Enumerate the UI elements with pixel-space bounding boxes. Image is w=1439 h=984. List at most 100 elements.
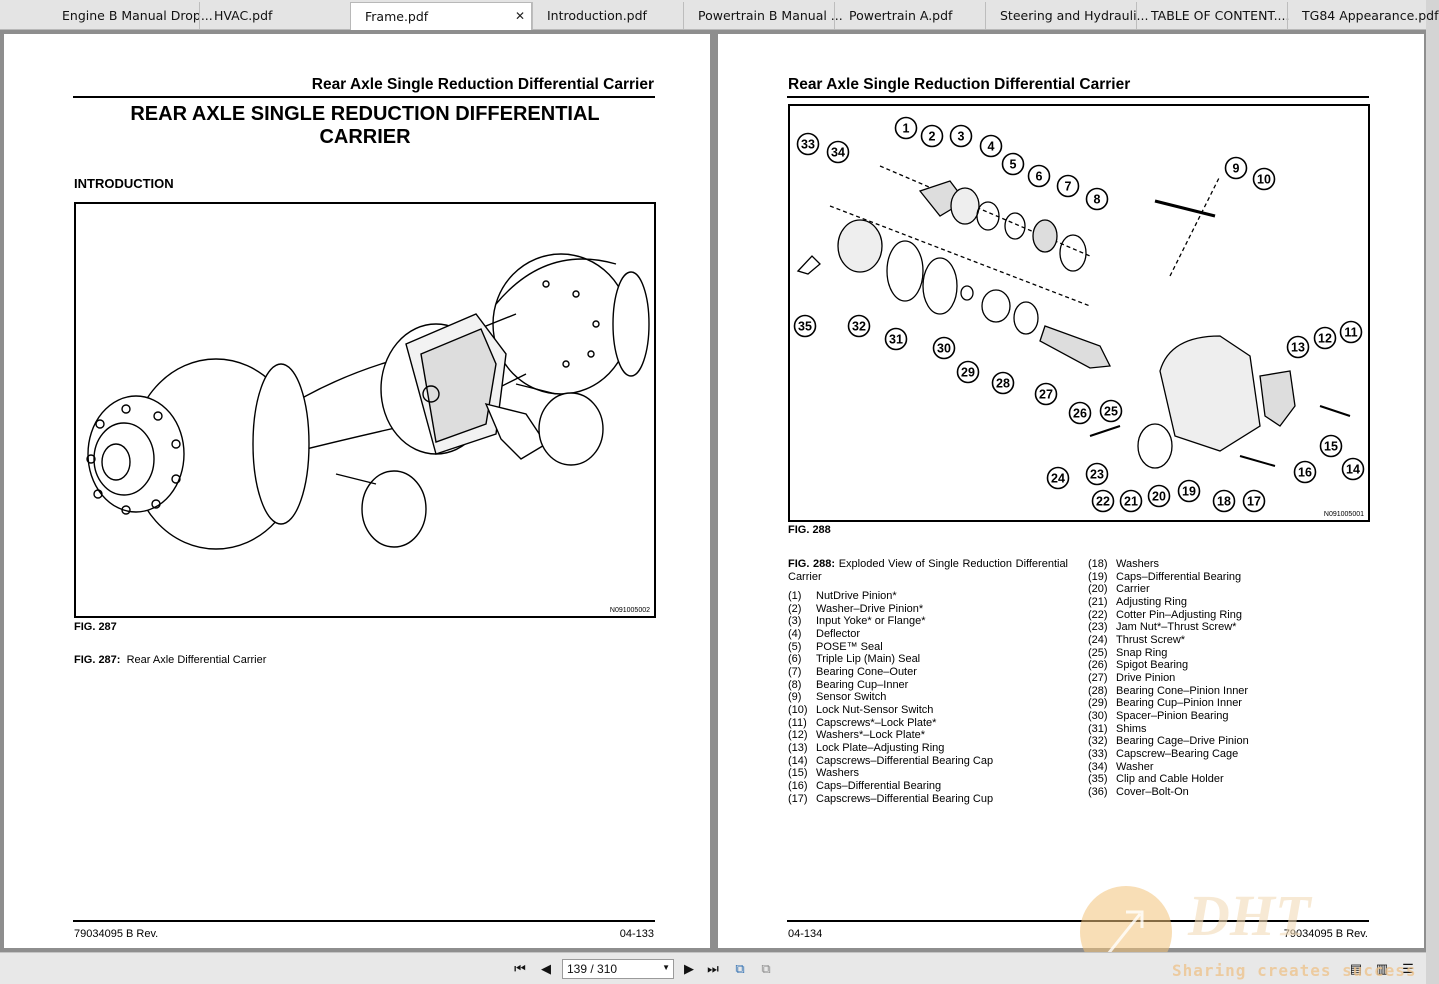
chevron-down-icon[interactable]: ▼ (662, 963, 670, 972)
fit-page-icon[interactable]: ⧉ (735, 961, 745, 976)
tab-7[interactable]: TABLE OF CONTENT.... (1136, 2, 1290, 29)
figure-287: N091005002 (74, 202, 656, 618)
legend-text: NutDrive Pinion* (816, 590, 897, 602)
tab-label: TABLE OF CONTENT.... (1151, 8, 1290, 23)
page-number-input[interactable]: 139 / 310 ▼ (562, 959, 674, 979)
single-page-view-icon[interactable]: ▤ (1349, 961, 1363, 976)
legend-number: (2) (788, 602, 802, 615)
next-page-icon[interactable]: ▶ (684, 961, 694, 976)
callout-32: 32 (847, 314, 871, 338)
legend-text: Lock Plate–Adjusting Ring (816, 741, 945, 754)
page-indicator-text: 139 / 310 (567, 962, 618, 976)
tab-4[interactable]: Powertrain B Manual ... (683, 2, 843, 29)
legend-number: (35) (1088, 773, 1108, 786)
svg-text:34: 34 (831, 146, 845, 160)
legend-text: Input Yoke* or Flange* (816, 615, 926, 628)
legend-number: (36) (1088, 785, 1108, 798)
callout-22: 22 (1091, 489, 1115, 513)
tab-label: Frame.pdf (365, 9, 429, 24)
legend-number: (10) (788, 703, 808, 716)
tab-8[interactable]: TG84 Appearance.pdf (1287, 2, 1439, 29)
legend-item: (6)Triple Lip (Main) Seal (788, 653, 993, 666)
callout-18: 18 (1212, 489, 1236, 513)
legend-item: (4)Deflector (788, 628, 993, 641)
last-page-icon[interactable]: ⏭ (707, 961, 719, 976)
svg-text:22: 22 (1096, 495, 1110, 509)
svg-text:25: 25 (1104, 405, 1118, 419)
callout-8: 8 (1085, 187, 1109, 211)
callout-23: 23 (1085, 462, 1109, 486)
legend-item: (10) Lock Nut-Sensor Switch (788, 704, 993, 717)
figure-label: FIG. 288 (788, 524, 831, 536)
callout-4: 4 (979, 134, 1003, 158)
legend-item: (18)Washers (1088, 558, 1249, 571)
legend-column-1: (1)NutDrive Pinion*(2) Washer–Drive Pinio… (788, 590, 993, 805)
legend-number: (33) (1088, 747, 1108, 760)
legend-item: (2) Washer–Drive Pinion* (788, 603, 993, 616)
tab-label: Introduction.pdf (547, 8, 647, 23)
legend-item: (5)POSE™ Seal (788, 641, 993, 654)
legend-text: Lock Nut-Sensor Switch (816, 703, 934, 716)
legend-number: (13) (788, 741, 808, 754)
document-viewer[interactable]: Rear Axle Single Reduction Differential … (0, 30, 1426, 978)
figure-code: N091005002 (609, 607, 650, 614)
legend-text: Washers*–Lock Plate* (816, 729, 926, 742)
two-page-view-icon[interactable]: ▥ (1375, 961, 1389, 976)
svg-text:10: 10 (1257, 173, 1271, 187)
legend-text: Capscrew–Bearing Cage (1116, 747, 1239, 760)
continuous-view-icon[interactable]: ☰ (1402, 961, 1414, 976)
first-page-icon[interactable]: ⏮ (514, 961, 526, 976)
callout-29: 29 (956, 360, 980, 384)
legend-number: (25) (1088, 646, 1108, 659)
svg-text:2: 2 (929, 130, 936, 144)
callout-10: 10 (1252, 167, 1276, 191)
legend-number: (18) (1088, 558, 1108, 570)
legend-text: POSE™ Seal (816, 640, 883, 653)
legend-number: (11) (788, 716, 807, 729)
legend-item: (19)Caps–Differential Bearing (1088, 571, 1249, 584)
legend-number: (17) (788, 792, 808, 805)
tab-0[interactable]: Engine B Manual Drop... (48, 2, 213, 29)
tab-2[interactable]: Frame.pdf ✕ (350, 2, 532, 31)
callout-17: 17 (1242, 489, 1266, 513)
legend-text: Bearing Cage–Drive Pinion (1116, 735, 1249, 748)
legend-number: (26) (1088, 659, 1108, 672)
callout-1: 1 (894, 116, 918, 140)
tab-bar: Engine B Manual Drop... HVAC.pdf Frame.p… (0, 0, 1439, 31)
page-right: Rear Axle Single Reduction Differential … (718, 34, 1424, 978)
legend-item: (1)NutDrive Pinion* (788, 590, 993, 603)
legend-item: (12)Washers*–Lock Plate* (788, 729, 993, 742)
legend-item: (21)Adjusting Ring (1088, 596, 1249, 609)
legend-text: Washer–Drive Pinion* (816, 602, 924, 615)
svg-text:15: 15 (1324, 440, 1338, 454)
legend-item: (33) Capscrew–Bearing Cage (1088, 748, 1249, 761)
tab-3[interactable]: Introduction.pdf (532, 2, 682, 29)
callout-13: 13 (1286, 335, 1310, 359)
close-tab-icon[interactable]: ✕ (514, 9, 525, 23)
legend-number: (22) (1088, 608, 1108, 621)
legend-text: Deflector (816, 627, 861, 640)
watermark: DHT (1078, 883, 1424, 978)
tab-5[interactable]: Powertrain A.pdf (834, 2, 984, 29)
legend-number: (34) (1088, 760, 1108, 773)
fit-width-icon[interactable]: ⧉ (761, 961, 771, 976)
legend-item: (35)Clip and Cable Holder (1088, 773, 1249, 786)
legend-text: Thrust Screw* (1116, 633, 1186, 646)
legend-number: (20) (1088, 583, 1108, 596)
legend-number: (24) (1088, 633, 1108, 646)
legend-text: Cotter Pin–Adjusting Ring (1116, 608, 1242, 621)
svg-text:7: 7 (1065, 180, 1072, 194)
legend-item: (27)Drive Pinion (1088, 672, 1249, 685)
tab-6[interactable]: Steering and Hydrauli... (985, 2, 1148, 29)
legend-item: (36)Cover–Bolt-On (1088, 786, 1249, 799)
svg-text:31: 31 (889, 333, 903, 347)
footer-doc-number: 79034095 B Rev. (74, 928, 159, 940)
legend-text: Adjusting Ring (1116, 595, 1187, 608)
legend-text: Shims (1116, 722, 1147, 735)
svg-text:4: 4 (988, 140, 995, 154)
callout-21: 21 (1119, 489, 1143, 513)
prev-page-icon[interactable]: ◀ (541, 961, 551, 976)
tab-1[interactable]: HVAC.pdf (199, 2, 349, 29)
